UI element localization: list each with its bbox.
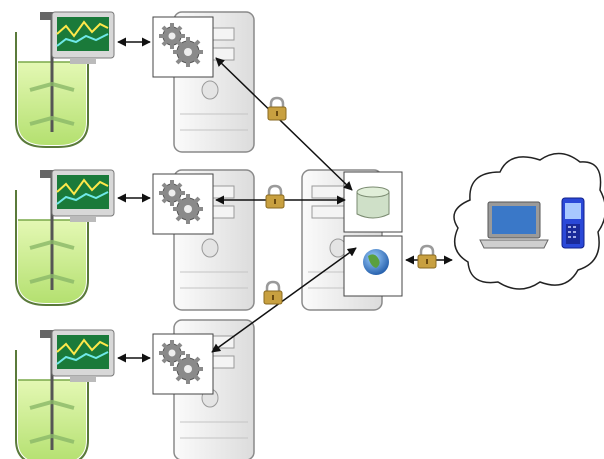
- trend-monitor-icon: [51, 11, 115, 65]
- secured-links: [211, 57, 453, 353]
- database-icon: [356, 186, 390, 219]
- link-unit3-web: [211, 247, 357, 353]
- padlock-icon: [262, 280, 284, 306]
- padlock-icon: [264, 184, 286, 210]
- trend-monitor-icon: [51, 329, 115, 383]
- padlock-icon: [416, 244, 438, 270]
- process-unit-3: [14, 319, 255, 459]
- link-unit1-database: [215, 57, 353, 191]
- globe-icon: [363, 249, 389, 275]
- process-unit-1: [14, 10, 255, 153]
- central-server: [301, 169, 403, 311]
- mobile-phone-icon: [561, 197, 585, 249]
- trend-monitor-icon: [51, 169, 115, 223]
- laptop-icon: [479, 201, 549, 249]
- process-unit-2: [14, 168, 255, 311]
- padlock-icon: [266, 96, 288, 122]
